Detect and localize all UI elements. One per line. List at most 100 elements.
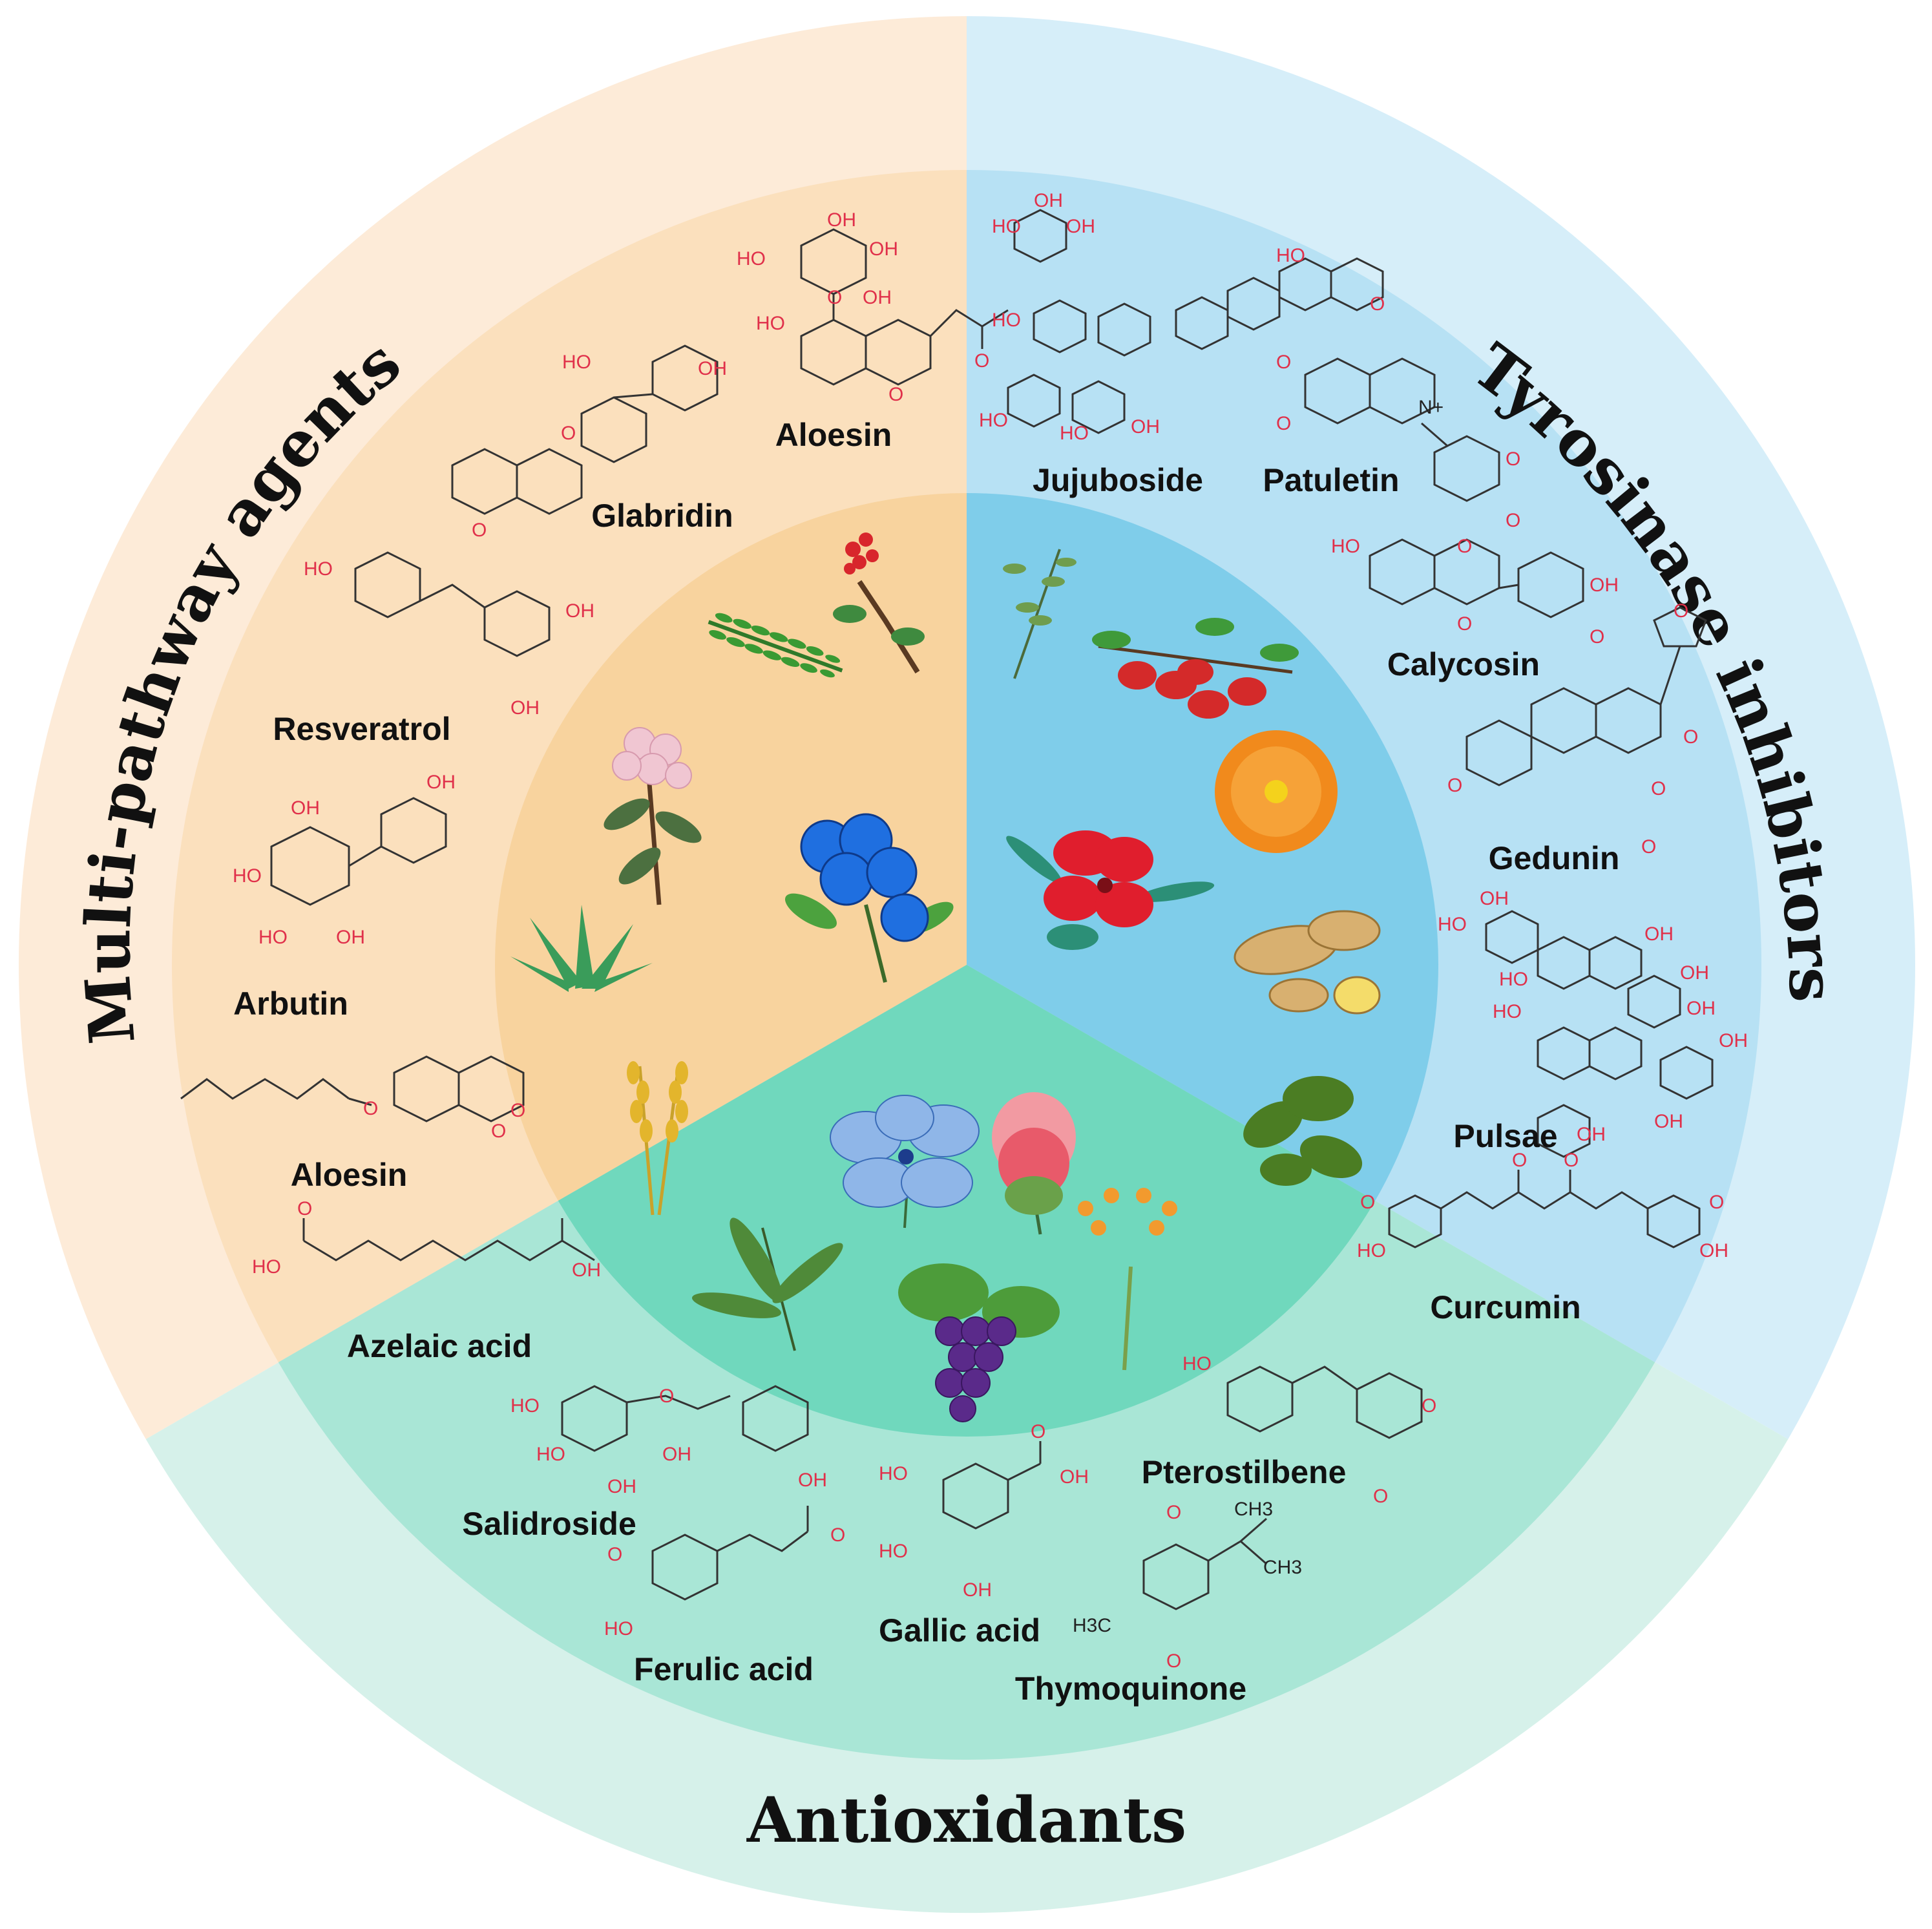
gallic-acid-structure: O OH HO HO OH (879, 1421, 1089, 1601)
svg-text:CH3: CH3 (1263, 1557, 1302, 1578)
pterostilbene-structure: HO O O (1182, 1353, 1436, 1507)
svg-text:O: O (1683, 726, 1698, 748)
aloe-icon (510, 905, 653, 992)
svg-text:HO: HO (879, 1541, 908, 1562)
compound-label-curcumin: Curcumin (1430, 1289, 1580, 1325)
svg-text:O: O (1447, 775, 1462, 796)
rhododendron-icon (604, 727, 702, 905)
svg-text:HO: HO (258, 927, 288, 948)
svg-text:O: O (1564, 1150, 1579, 1171)
inner-sector-multi-pathway (494, 493, 967, 1201)
svg-text:OH: OH (1066, 216, 1095, 237)
svg-text:O: O (1360, 1192, 1375, 1213)
svg-text:O: O (1373, 1486, 1388, 1507)
compound-label-salidroside: Salidroside (462, 1506, 636, 1542)
svg-text:OH: OH (863, 287, 892, 308)
svg-text:OH: OH (1654, 1111, 1683, 1132)
gedunin-structure: O O O O O (1447, 600, 1707, 858)
jujube-fruit-icon (1092, 618, 1299, 719)
blueberry-icon (785, 813, 954, 983)
svg-text:HO: HO (1276, 245, 1305, 266)
svg-text:OH: OH (565, 600, 594, 622)
svg-text:O: O (561, 423, 576, 444)
svg-text:OH: OH (869, 238, 898, 260)
fern-icon (708, 613, 843, 678)
resveratrol-structure: HO OH OH (304, 551, 594, 719)
svg-text:OH: OH (1131, 416, 1160, 437)
arbutin-structure: OH OH HO HO OH (233, 772, 456, 948)
category-label-antioxidants: Antioxidants (746, 1784, 1186, 1857)
hibiscus-icon (1006, 830, 1215, 950)
svg-text:HO: HO (562, 352, 591, 373)
svg-text:H3C: H3C (1073, 1615, 1111, 1636)
compound-label-gallic-acid: Gallic acid (879, 1612, 1040, 1649)
svg-text:O: O (1276, 352, 1291, 373)
svg-text:HO: HO (1438, 914, 1467, 935)
svg-text:O: O (607, 1544, 622, 1565)
svg-text:HO: HO (879, 1463, 908, 1484)
svg-text:O: O (1276, 413, 1291, 434)
svg-text:HO: HO (1182, 1353, 1212, 1375)
svg-text:O: O (363, 1098, 378, 1119)
svg-text:O: O (1641, 836, 1656, 858)
cornflower-icon (830, 1095, 980, 1228)
compound-label-arbutin: Arbutin (233, 986, 348, 1022)
compound-label-gedunin: Gedunin (1489, 840, 1620, 876)
svg-text:OH: OH (510, 697, 540, 719)
compound-label-pterostilbene: Pterostilbene (1142, 1454, 1347, 1490)
svg-text:O: O (659, 1386, 674, 1407)
svg-text:HO: HO (536, 1444, 565, 1465)
thymoquinone-structure: O O CH3 CH3 H3C (1073, 1499, 1302, 1672)
svg-text:OH: OH (1699, 1240, 1728, 1261)
compound-label-patuletin: Patuletin (1263, 462, 1399, 498)
svg-text:O: O (472, 520, 487, 541)
svg-text:O: O (1651, 778, 1666, 799)
svg-text:HO: HO (992, 310, 1021, 331)
safflower-icon (992, 1092, 1076, 1235)
svg-text:OH: OH (607, 1476, 636, 1497)
svg-text:OH: OH (1719, 1030, 1748, 1051)
patuletin-structure: N+ O O O O (1276, 352, 1520, 531)
jujuboside-structure: OH HO OH HO HO HO OH HO O (979, 190, 1385, 444)
svg-text:OH: OH (1644, 923, 1674, 945)
inner-disc (494, 493, 1439, 1437)
svg-text:O: O (1709, 1192, 1724, 1213)
inner-sector-antioxidants (558, 965, 1376, 1437)
svg-text:OH: OH (426, 772, 456, 793)
svg-text:HO: HO (604, 1618, 633, 1639)
compound-label-azelaic-acid: Azelaic acid (347, 1328, 532, 1364)
svg-text:O: O (1031, 1421, 1045, 1442)
wheat-icon (627, 1061, 688, 1216)
svg-text:OH: OH (698, 358, 727, 379)
svg-text:O: O (827, 287, 842, 308)
ferulic-acid-structure: OH O O HO (604, 1470, 845, 1639)
svg-text:HO: HO (1331, 536, 1360, 557)
calendula-icon (1215, 730, 1338, 853)
svg-text:HO: HO (1493, 1001, 1522, 1022)
svg-text:OH: OH (1577, 1124, 1606, 1145)
svg-text:HO: HO (233, 865, 262, 887)
svg-text:O: O (1512, 1150, 1527, 1171)
compound-label-aloesin-bottom: Aloesin (291, 1157, 408, 1193)
svg-text:N+: N+ (1418, 397, 1444, 418)
svg-text:HO: HO (979, 410, 1008, 431)
svg-text:O: O (510, 1100, 525, 1121)
svg-text:OH: OH (963, 1579, 992, 1601)
svg-text:HO: HO (756, 313, 785, 334)
salidroside-structure: HO O HO OH OH (510, 1385, 809, 1497)
azelaic-acid-structure: O HO OH (252, 1198, 601, 1281)
svg-text:HO: HO (252, 1256, 281, 1278)
svg-text:OH: OH (336, 927, 365, 948)
tea-leaf-icon (692, 1217, 843, 1351)
svg-text:O: O (1506, 448, 1520, 470)
svg-text:HO: HO (992, 216, 1021, 237)
compound-label-glabridin: Glabridin (591, 498, 733, 534)
svg-text:OH: OH (572, 1260, 601, 1281)
svg-text:OH: OH (1060, 1466, 1089, 1488)
svg-text:O: O (1370, 293, 1385, 315)
compound-label-jujuboside: Jujuboside (1033, 462, 1203, 498)
svg-text:O: O (1166, 1502, 1181, 1523)
svg-text:OH: OH (1034, 190, 1063, 211)
svg-text:O: O (830, 1524, 845, 1546)
